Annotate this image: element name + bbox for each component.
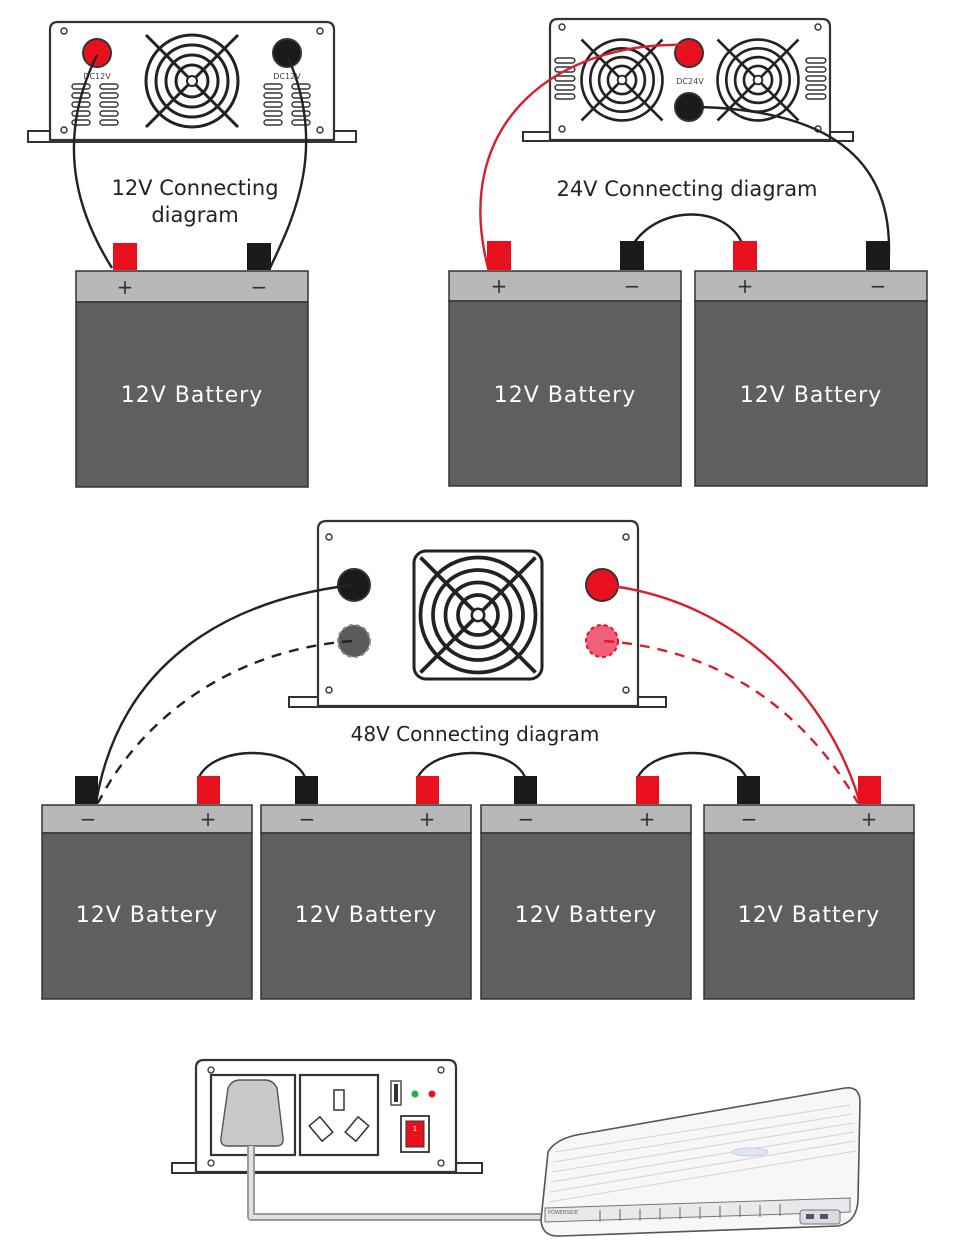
ac-output-diagram: 1 [171, 1058, 861, 1237]
battery: − + 12V Battery [480, 776, 692, 1000]
port-label: DC12V [273, 72, 301, 81]
battery-label: 12V Battery [494, 383, 636, 408]
cable-positive [479, 43, 690, 269]
ac-socket [298, 1073, 380, 1157]
positive-terminal-icon [674, 38, 704, 68]
switch-mark: 1 [413, 1125, 417, 1133]
positive-terminal-icon [585, 568, 619, 602]
plus-sign: + [737, 274, 754, 298]
negative-terminal-icon [272, 38, 302, 68]
minus-sign: − [299, 807, 316, 831]
minus-sign: − [251, 275, 268, 299]
plus-sign: + [861, 807, 878, 831]
status-led-icon [428, 1090, 436, 1098]
diagram-24v: DC24V 24V Connecting diagram + − 12V Bat… [448, 17, 928, 487]
plus-sign: + [200, 807, 217, 831]
inverter-48v [288, 519, 667, 708]
series-link [636, 751, 748, 778]
battery-label: 12V Battery [295, 903, 437, 928]
battery-label: 12V Battery [515, 903, 657, 928]
diagram-12v: DC12V DC12V 12V Connecting diagram + − 1… [27, 20, 357, 488]
series-link [633, 213, 744, 244]
battery: + − 12V Battery [448, 241, 682, 487]
inverter-24v: DC24V [522, 17, 854, 142]
battery: + − 12V Battery [694, 241, 928, 487]
series-link [416, 751, 527, 778]
positive-terminal-icon [82, 38, 112, 68]
inverter-12v: DC12V DC12V [27, 20, 357, 143]
minus-sign: − [741, 807, 758, 831]
power-switch[interactable] [405, 1120, 425, 1148]
minus-sign: − [624, 274, 641, 298]
cable [72, 54, 114, 269]
plus-sign: + [117, 275, 134, 299]
battery-label: 12V Battery [76, 903, 218, 928]
cable-negative [699, 105, 891, 269]
diagram-title: 24V Connecting diagram [556, 177, 817, 201]
diagram-title: 48V Connecting diagram [351, 722, 600, 746]
negative-terminal-icon [674, 92, 704, 122]
cable-positive-alt [603, 639, 860, 804]
battery: − + 12V Battery [703, 776, 915, 1000]
cable-positive [603, 583, 862, 804]
cable [268, 54, 308, 269]
battery: + − 12V Battery [75, 243, 309, 488]
battery: − + 12V Battery [41, 776, 253, 1000]
plus-sign: + [639, 807, 656, 831]
series-link [197, 751, 307, 778]
plus-sign: + [419, 807, 436, 831]
battery-label: 12V Battery [121, 383, 263, 408]
port-label: DC24V [676, 77, 704, 86]
diagram-title: 12V Connecting [111, 176, 278, 200]
air-conditioner-icon: POWERSIDE [540, 1086, 861, 1237]
minus-sign: − [80, 807, 97, 831]
battery-label: 12V Battery [740, 383, 882, 408]
status-led-icon [411, 1090, 419, 1098]
negative-terminal-icon [337, 568, 371, 602]
diagram-title: diagram [151, 203, 238, 227]
ac-brand-label: POWERSIDE [548, 1210, 578, 1216]
cable-negative [94, 583, 353, 804]
plug-icon [220, 1079, 284, 1147]
diagram-48v: 48V Connecting diagram − + 12V Battery −… [41, 519, 915, 1000]
port-label: DC12V [83, 72, 111, 81]
battery: − + 12V Battery [260, 776, 472, 1000]
plus-sign: + [491, 274, 508, 298]
negative-terminal-alt-icon [337, 624, 371, 658]
positive-terminal-alt-icon [585, 624, 619, 658]
battery-label: 12V Battery [738, 903, 880, 928]
cable-negative-alt [96, 639, 353, 804]
inverter-ac-panel: 1 [171, 1058, 483, 1174]
minus-sign: − [518, 807, 535, 831]
minus-sign: − [870, 274, 887, 298]
